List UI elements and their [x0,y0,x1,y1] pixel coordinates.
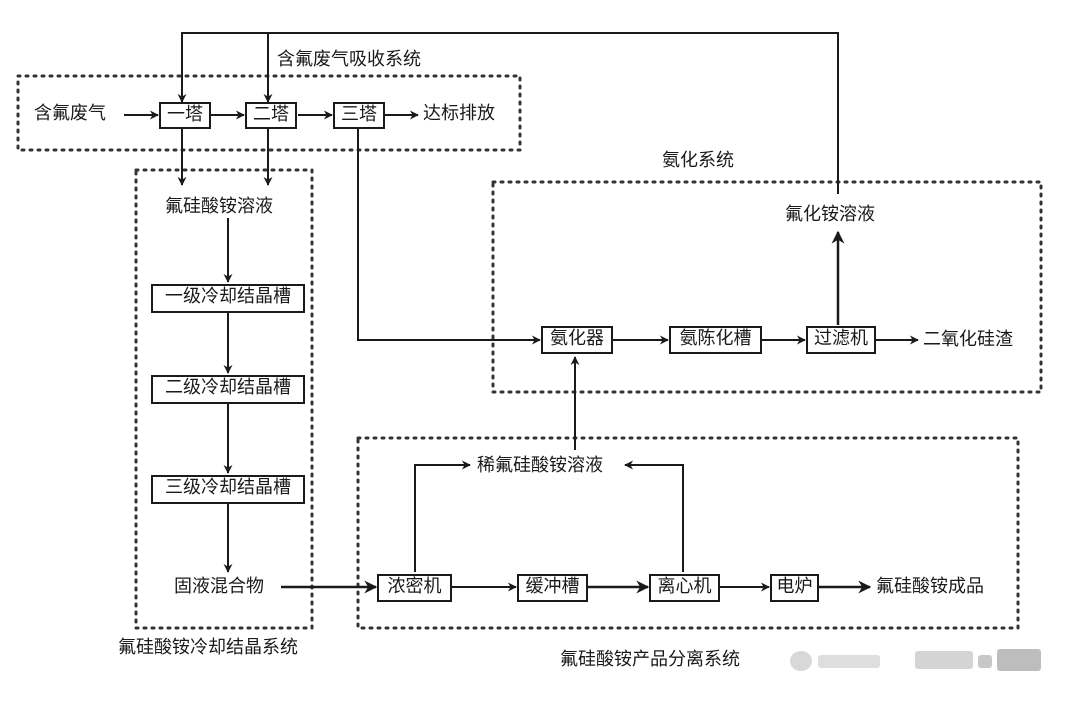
ammoniation-system-title: 氨化系统 [662,150,734,171]
crystallization-system-title: 氟硅酸铵冷却结晶系统 [118,637,298,658]
buffer-tank-box: 缓冲槽 [517,574,588,602]
thickener-to-dilute-line [414,460,471,572]
centrifuge-box: 离心机 [649,574,720,602]
dilute-solution-label: 稀氟硅酸铵溶液 [477,455,603,476]
cryst2-box: 二级冷却结晶槽 [151,375,305,404]
tower3-box: 三塔 [333,102,385,129]
tower3-to-ammoniator-line [357,128,541,345]
discharge-label: 达标排放 [423,103,495,124]
separation-system-title: 氟硅酸铵产品分离系统 [560,649,740,670]
centrifuge-to-dilute-line [624,460,684,572]
recycle-line [177,32,839,194]
cryst1-box: 一级冷却结晶槽 [151,284,305,313]
crystallization-system-boundary [134,168,314,630]
ammoniation-system-boundary [491,180,1043,394]
fluosilicate-solution-label: 氟硅酸铵溶液 [165,196,273,217]
silica-residue-label: 二氧化硅渣 [923,329,1013,350]
cryst3-box: 三级冷却结晶槽 [151,475,305,504]
product-label: 氟硅酸铵成品 [876,576,984,597]
solid-liquid-mix-label: 固液混合物 [174,576,264,597]
ammoniator-box: 氨化器 [541,326,613,354]
filter-box: 过滤机 [806,326,876,354]
furnace-box: 电炉 [770,574,819,602]
aging-tank-box: 氨陈化槽 [669,326,762,354]
fluoride-solution-label: 氟化铵溶液 [785,204,875,225]
tower1-box: 一塔 [159,102,211,129]
separation-system-boundary [356,436,1020,630]
thickener-box: 浓密机 [377,574,452,602]
waste-gas-label: 含氟废气 [34,103,106,124]
absorption-system-title: 含氟废气吸收系统 [277,49,421,70]
tower2-box: 二塔 [245,102,297,129]
